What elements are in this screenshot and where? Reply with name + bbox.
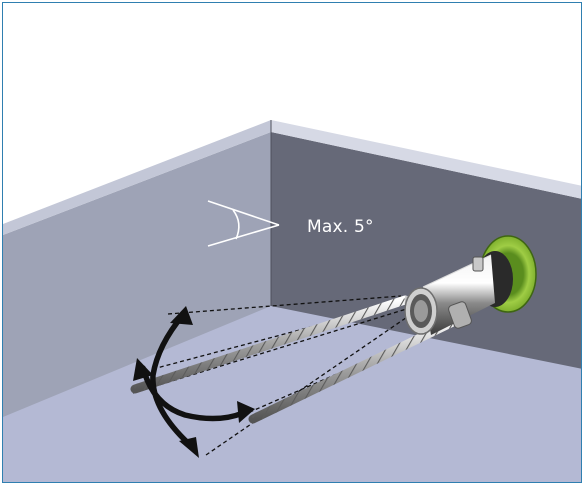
left-wall-top-edge: [3, 120, 271, 235]
tank-corner-illustration: [3, 120, 581, 482]
diagram-frame: Max. 5°: [2, 2, 582, 483]
left-wall: [3, 132, 271, 417]
max-angle-label: Max. 5°: [307, 217, 374, 237]
back-wall-top-edge: [271, 120, 581, 199]
viewing-angle-icon: [207, 200, 280, 247]
rotation-arrows-icon: [133, 306, 255, 458]
heater-body: [404, 235, 537, 335]
